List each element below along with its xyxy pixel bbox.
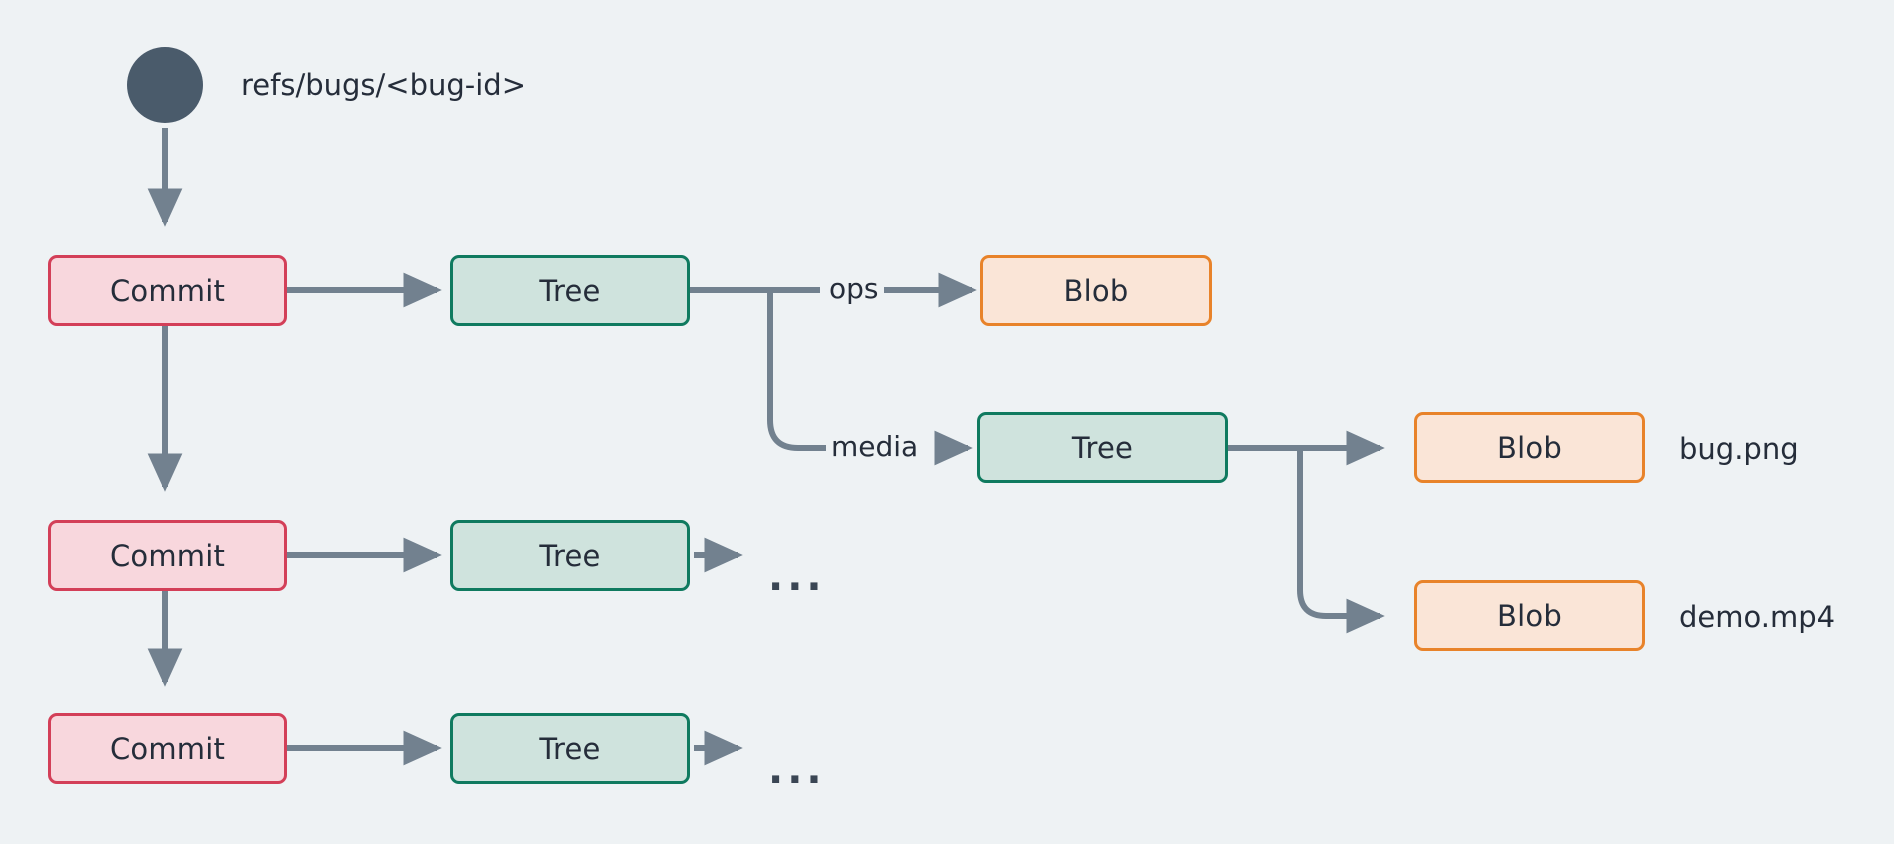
node-tree-3[interactable]: Tree — [450, 713, 690, 784]
node-blob-bug-png[interactable]: Blob — [1414, 412, 1645, 483]
node-tree-1[interactable]: Tree — [450, 255, 690, 326]
edge-label-media: media — [826, 430, 924, 463]
node-commit-3-label: Commit — [109, 731, 226, 766]
node-commit-2[interactable]: Commit — [48, 520, 287, 591]
node-blob-demo-mp4-label: Blob — [1497, 598, 1562, 633]
edge-label-ops: ops — [824, 272, 884, 305]
node-tree-2-label: Tree — [539, 538, 601, 573]
node-commit-1[interactable]: Commit — [48, 255, 287, 326]
node-tree-media[interactable]: Tree — [977, 412, 1228, 483]
node-commit-2-label: Commit — [109, 538, 226, 573]
edge-treemedia-to-blobdemo — [1297, 448, 1385, 634]
ellipsis-row-2: ... — [768, 554, 826, 600]
file-label-bug-png: bug.png — [1679, 432, 1799, 466]
edge-tree1-to-media — [767, 290, 830, 451]
ellipsis-row-3: ... — [768, 747, 826, 793]
ref-label: refs/bugs/<bug-id> — [241, 68, 527, 102]
file-label-demo-mp4: demo.mp4 — [1679, 600, 1836, 634]
node-blob-demo-mp4[interactable]: Blob — [1414, 580, 1645, 651]
node-tree-media-label: Tree — [1071, 430, 1134, 465]
node-commit-3[interactable]: Commit — [48, 713, 287, 784]
node-blob-ops-label: Blob — [1063, 273, 1129, 308]
node-tree-2[interactable]: Tree — [450, 520, 690, 591]
ref-dot — [127, 47, 203, 123]
node-tree-1-label: Tree — [539, 273, 601, 308]
node-tree-3-label: Tree — [539, 731, 601, 766]
node-blob-bug-png-label: Blob — [1497, 430, 1562, 465]
node-commit-1-label: Commit — [109, 273, 226, 308]
node-blob-ops[interactable]: Blob — [980, 255, 1212, 326]
